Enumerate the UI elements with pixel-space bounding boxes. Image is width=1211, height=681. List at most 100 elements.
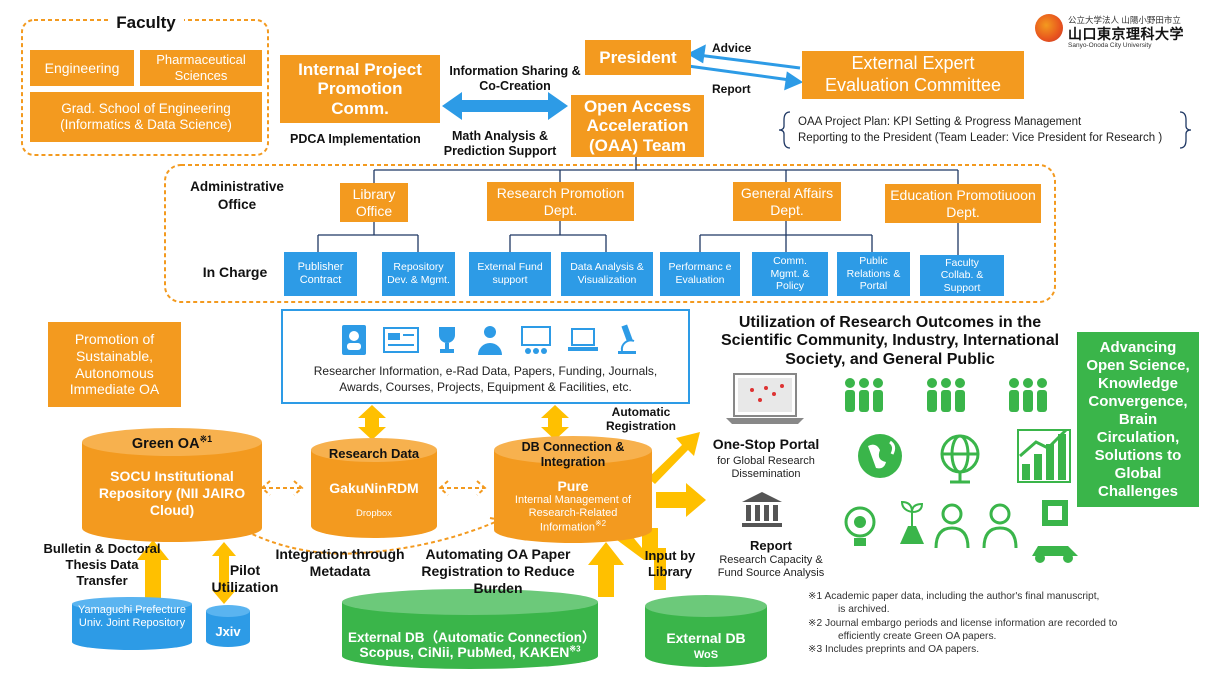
external-db-wos-title: External DB xyxy=(666,630,746,646)
input-library-label: Input by Library xyxy=(644,548,696,579)
university-logo-icon xyxy=(1035,14,1063,42)
pure-label: Pure xyxy=(557,478,589,494)
faculty-title: Faculty xyxy=(108,13,184,33)
footnote-2b: efficiently create Green OA papers. xyxy=(838,630,997,642)
external-committee-box: External Expert Evaluation Committee xyxy=(802,51,1024,99)
microscope-icon xyxy=(617,324,636,354)
db-connection-title: DB Connection & Integration xyxy=(521,440,625,469)
info-sharing-arrow xyxy=(442,92,568,120)
researcher-profile-icon xyxy=(342,325,366,355)
presentation-icon xyxy=(520,326,551,354)
org-tree-lines xyxy=(317,156,959,255)
internal-project-comm: Internal Project Promotion Comm. xyxy=(280,55,440,123)
wos-label: WoS xyxy=(693,649,719,661)
earth-globe-stand-icon xyxy=(940,434,980,484)
one-stop-title: One-Stop Portal xyxy=(712,436,820,452)
research-info-icons xyxy=(340,320,640,360)
footnotes: ※1 Academic paper data, including the au… xyxy=(808,590,1208,656)
faculty-container xyxy=(21,19,269,156)
oaa-note-line1: OAA Project Plan: KPI Setting & Progress… xyxy=(798,116,1082,128)
logo-line2: 山口東京理科大学 xyxy=(1068,26,1184,42)
laptop-icon xyxy=(568,328,599,351)
logo-line1: 公立大学法人 山陽小野田市立 xyxy=(1068,15,1181,25)
yamaguchi-cylinder xyxy=(72,597,192,650)
trophy-icon xyxy=(439,327,456,353)
logo-line3: Sanyo-Onoda City University xyxy=(1068,42,1152,49)
advice-label: Advice xyxy=(712,41,752,55)
report-label: Report xyxy=(712,82,751,96)
automatic-registration-label: Automatic Registration xyxy=(605,405,676,434)
computer-chip-icon xyxy=(1042,500,1068,526)
researcher-user-icon xyxy=(477,326,502,355)
task-data-analysis: Data Analysis & Visualization xyxy=(561,252,653,296)
green-icons-grid xyxy=(844,378,1078,563)
president-box: President xyxy=(585,40,691,75)
math-analysis-label: Math Analysis & Prediction Support xyxy=(443,129,557,158)
pure-sub: Internal Management of Research-Related … xyxy=(514,494,632,534)
footnote-1a: ※1 Academic paper data, including the au… xyxy=(808,591,1100,602)
promotion-box: Promotion of Sustainable, Autonomous Imm… xyxy=(48,322,181,407)
dept-research: Research Promotion Dept. xyxy=(487,182,634,221)
external-db-auto-body: Scopus, CiNii, PubMed, KAKEN※3 xyxy=(359,644,581,660)
socu-repository-label: SOCU Institutional Repository (NII JAIRO… xyxy=(98,468,246,518)
oaa-team-box: Open Access Acceleration (OAA) Team xyxy=(571,95,704,157)
female-doctor-icon xyxy=(934,503,970,549)
footnote-2a: ※2 Journal embargo periods and license i… xyxy=(808,617,1118,629)
external-db-wos-cylinder xyxy=(645,595,767,667)
advancing-box: Advancing Open Science, Knowledge Conver… xyxy=(1077,332,1199,507)
task-publisher: Publisher Contract xyxy=(284,252,357,296)
car-icon xyxy=(1032,546,1078,563)
bulletin-label: Bulletin & Doctoral Thesis Data Transfer xyxy=(43,541,161,588)
brace-right xyxy=(1179,111,1192,149)
faculty-grad-school: Grad. School of Engineering (Informatics… xyxy=(30,92,262,142)
in-charge-label: In Charge xyxy=(202,264,268,280)
jxiv-label: Jxiv xyxy=(215,624,241,639)
info-sharing-label: Information Sharing & Co-Creation xyxy=(449,64,581,93)
dropbox-label: Dropbox xyxy=(356,508,392,519)
dept-library: Library Office xyxy=(340,183,408,222)
task-faculty-collab: Faculty Collab. & Support xyxy=(920,255,1004,296)
pure-cylinder xyxy=(494,436,652,543)
one-stop-sub: for Global Research Dissemination xyxy=(717,455,815,481)
task-public-relations: Public Relations & Portal xyxy=(837,252,910,296)
integration-metadata-label: Integration through Metadata xyxy=(275,546,405,579)
advice-report-arrows xyxy=(686,44,804,91)
dept-education: Education Promotiuoon Dept. xyxy=(885,184,1041,223)
research-data-title: Research Data xyxy=(328,446,420,461)
male-doctor-icon xyxy=(982,503,1018,549)
research-info-line1: Researcher Information, e-Rad Data, Pape… xyxy=(313,364,658,378)
task-repository: Repository Dev. & Mgmt. xyxy=(382,252,455,296)
footnote-3: ※3 Includes preprints and OA papers. xyxy=(808,644,980,655)
bank-building-icon xyxy=(742,492,782,527)
automating-oa-label: Automating OA Paper Registration to Redu… xyxy=(421,546,575,596)
yamaguchi-label: Yamaguchi Prefecture Univ. Joint Reposit… xyxy=(77,604,187,629)
oaa-note-line2: Reporting to the President (Team Leader:… xyxy=(798,132,1163,144)
globe-icon xyxy=(858,434,902,478)
admin-container xyxy=(164,164,1056,303)
report-title: Report xyxy=(750,538,792,553)
brace-left xyxy=(778,111,791,149)
task-comm-mgmt: Comm. Mgmt. & Policy xyxy=(752,252,828,296)
socu-cylinder xyxy=(82,428,262,542)
research-info-line2: Awards, Courses, Projects, Equipment & F… xyxy=(339,380,632,394)
document-data-icon xyxy=(382,327,419,353)
gakunin-cylinder xyxy=(311,438,437,538)
green-oa-title: Green OA※1 xyxy=(131,434,213,452)
dept-general: General Affairs Dept. xyxy=(733,182,841,221)
task-performance: Performanc e Evaluation xyxy=(660,252,740,296)
footnote-1b: is archived. xyxy=(838,604,890,616)
faculty-engineering: Engineering xyxy=(30,50,134,86)
task-external-fund: External Fund support xyxy=(469,252,551,296)
gakunin-label: GakuNinRDM xyxy=(329,480,419,496)
jxiv-cylinder xyxy=(206,605,250,647)
admin-office-label: Administrative Office xyxy=(190,179,284,212)
bar-chart-growth-icon xyxy=(1017,428,1071,483)
world-map-laptop-icon xyxy=(726,373,804,424)
plant-flask-icon xyxy=(900,500,924,544)
utilization-title: Utilization of Research Outcomes in the … xyxy=(720,314,1060,368)
faculty-pharma: Pharmaceutical Sciences xyxy=(140,50,262,86)
report-sub: Research Capacity & Fund Source Analysis xyxy=(717,554,825,580)
yellow-arrows xyxy=(137,405,706,604)
lightbulb-gear-icon xyxy=(844,506,876,546)
